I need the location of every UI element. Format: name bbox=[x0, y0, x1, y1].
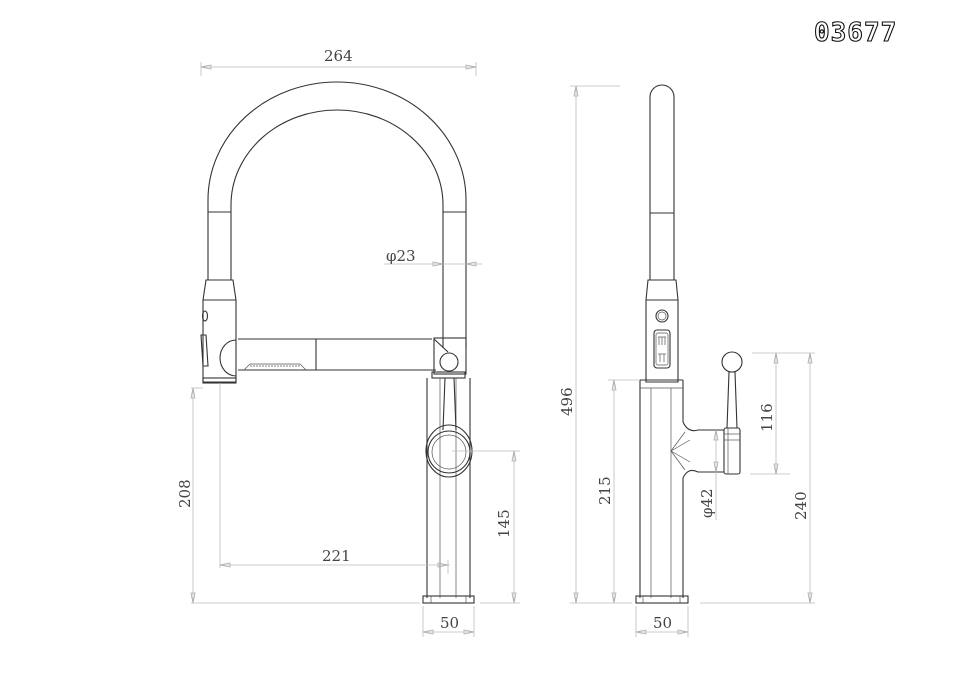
swivel-joint bbox=[431, 337, 467, 379]
handle-knob bbox=[721, 351, 743, 373]
spray-toggle-icon bbox=[200, 334, 209, 367]
dim-handle-diameter: φ42 bbox=[698, 429, 719, 520]
spout-arc-outer bbox=[207, 81, 467, 212]
side-view: 496 215 φ42 116 bbox=[558, 84, 815, 637]
spray-head bbox=[200, 279, 237, 384]
faucet-base bbox=[422, 595, 475, 604]
dim-hose-diameter: φ23 bbox=[384, 247, 482, 267]
faucet-body bbox=[422, 377, 475, 604]
dim-handle-top-height: 240 bbox=[700, 352, 815, 604]
dim-handle-travel: 116 bbox=[750, 352, 790, 475]
spout-arc-inner bbox=[230, 109, 444, 212]
dim-overall-height: 496 bbox=[558, 85, 620, 604]
front-view: 264 φ23 208 221 bbox=[176, 47, 520, 637]
svg-text:264: 264 bbox=[324, 47, 353, 65]
svg-text:496: 496 bbox=[558, 387, 576, 416]
mode-switch-icon bbox=[653, 329, 671, 369]
dim-handle-height: 145 bbox=[452, 450, 520, 604]
dim-overall-width: 264 bbox=[200, 47, 477, 76]
svg-text:50: 50 bbox=[653, 614, 672, 632]
side-spout-tube bbox=[649, 84, 675, 280]
side-faucet-body bbox=[635, 351, 743, 604]
spray-button-icon bbox=[201, 310, 209, 322]
side-spray-head bbox=[645, 279, 679, 383]
svg-text:145: 145 bbox=[495, 509, 513, 538]
model-code: 03677 bbox=[814, 18, 897, 48]
handle-cylinder bbox=[723, 427, 741, 475]
handle-lever bbox=[726, 371, 738, 429]
svg-text:208: 208 bbox=[176, 479, 194, 508]
svg-text:215: 215 bbox=[596, 476, 614, 505]
svg-text:221: 221 bbox=[322, 547, 351, 565]
dim-reach: 221 bbox=[219, 383, 450, 574]
svg-text:φ42: φ42 bbox=[698, 488, 716, 518]
svg-text:φ23: φ23 bbox=[386, 247, 416, 265]
svg-text:116: 116 bbox=[758, 403, 776, 432]
svg-text:240: 240 bbox=[792, 491, 810, 520]
svg-text:50: 50 bbox=[440, 614, 459, 632]
pull-out-arm bbox=[238, 338, 436, 371]
side-faucet-base bbox=[635, 595, 689, 604]
dim-body-height: 215 bbox=[570, 379, 640, 604]
dim-front-base-width: 50 bbox=[422, 606, 475, 637]
dim-spout-height: 208 bbox=[176, 387, 420, 604]
dim-side-base-width: 50 bbox=[635, 606, 689, 637]
spray-button-icon bbox=[655, 309, 669, 323]
